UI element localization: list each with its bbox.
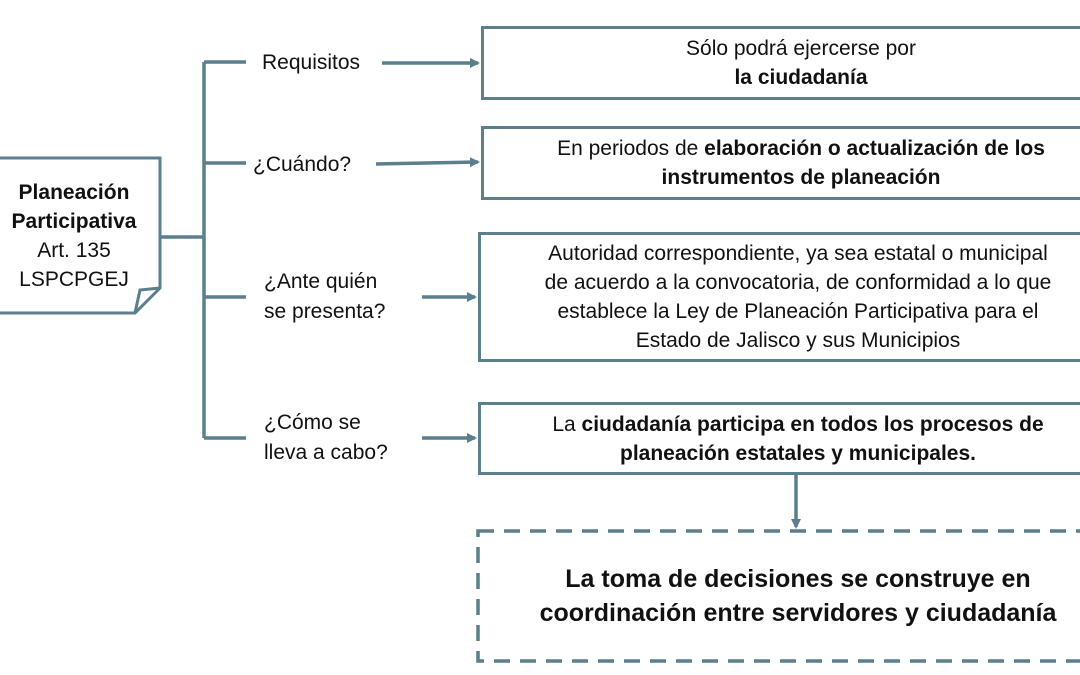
branch-label-line: lleva a cabo? <box>264 441 388 464</box>
branch-label-line: se presenta? <box>264 300 386 323</box>
root-note-shape <box>0 156 162 315</box>
box-como: La ciudadanía participa en todos los pro… <box>478 402 1080 475</box>
branch-label-line: ¿Cuándo? <box>253 153 352 176</box>
box-requisitos: Sólo podrá ejercerse por la ciudadanía <box>481 26 1080 100</box>
outcome-line1: La toma de decisiones se construye en <box>565 565 1031 593</box>
root-title-line2: Participativa <box>11 209 137 233</box>
box-line: La ciudadanía participa en todos los pro… <box>552 412 1044 436</box>
branch-label-line: Requisitos <box>262 51 361 74</box>
root-article: Art. 135 <box>37 238 111 262</box>
branch-label-requisitos: Requisitos <box>262 48 360 78</box>
box-line: Sólo podrá ejercerse por <box>686 37 916 60</box>
branch-label-ante-quien: ¿Ante quién se presenta? <box>264 267 385 327</box>
box-line: En periodos de elaboración o actualizaci… <box>557 137 1045 160</box>
root-title-line1: Planeación <box>18 180 130 204</box>
root-law-acronym: LSPCPGEJ <box>19 267 129 291</box>
branch-label-cuando: ¿Cuándo? <box>253 150 351 180</box>
outcome-dashed-border <box>476 529 1080 663</box>
branch-label-line: ¿Cómo se <box>264 411 361 434</box>
root-node: Planeación Participativa Art. 135 LSPCPG… <box>0 158 160 313</box>
box-ante-quien: Autoridad correspondiente, ya sea estata… <box>478 232 1080 362</box>
box-cuando: En periodos de elaboración o actualizaci… <box>481 126 1080 200</box>
box-line: establece la Ley de Planeación Participa… <box>557 300 1039 323</box>
box-line: de acuerdo a la convocatoria, de conform… <box>544 271 1052 294</box>
outcome-line2: coordinación entre servidores y ciudadan… <box>539 599 1057 627</box>
branch-label-line: ¿Ante quién <box>264 270 378 293</box>
box-line: instrumentos de planeación <box>661 166 941 189</box>
root-note-fold <box>133 286 161 314</box>
box-line: Autoridad correspondiente, ya sea estata… <box>548 242 1048 265</box>
arrow-cuando <box>375 157 480 168</box>
branch-label-como: ¿Cómo se lleva a cabo? <box>264 408 388 468</box>
box-line: la ciudadanía <box>734 66 868 89</box>
outcome-box: La toma de decisiones se construye en co… <box>478 531 1080 661</box>
box-line: Estado de Jalisco y sus Municipios <box>635 329 961 352</box>
box-line: planeación estatales y municipales. <box>620 441 976 465</box>
